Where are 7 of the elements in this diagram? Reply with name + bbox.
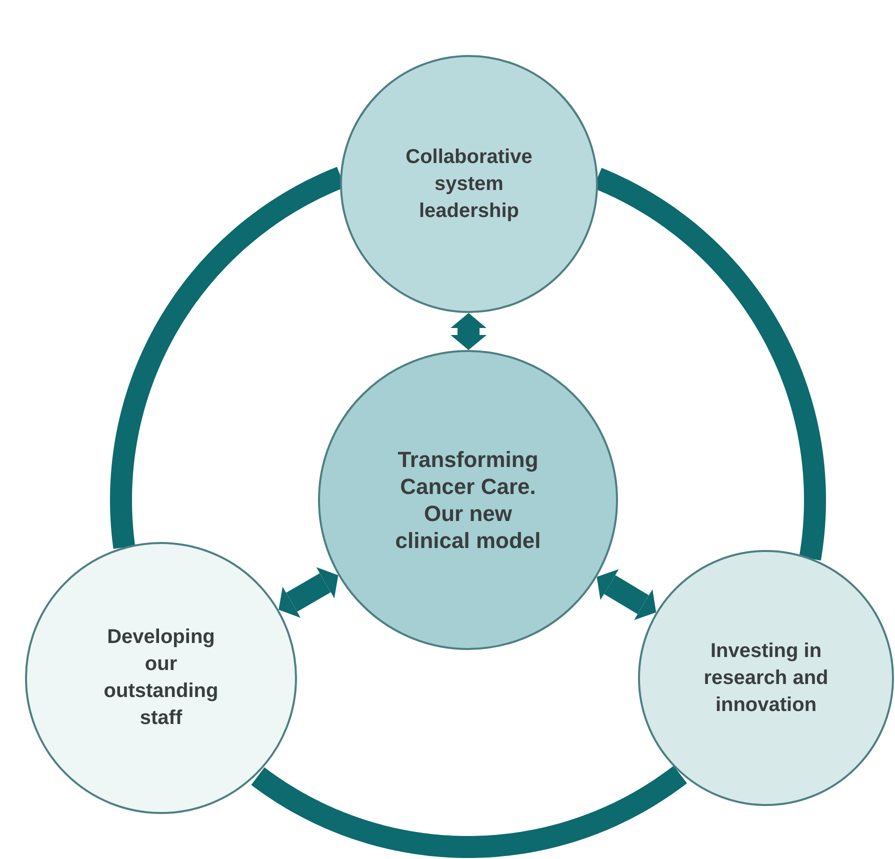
node-label: Transforming Cancer Care. Our new clinical model	[394, 446, 542, 554]
double-arrow	[450, 313, 487, 350]
double-arrow	[596, 569, 656, 620]
node-label: Investing in research and innovation	[702, 638, 830, 718]
node-label: Developing our outstanding staff	[102, 625, 220, 731]
node-label: Collaborative system leadership	[404, 144, 534, 224]
double-arrow	[278, 567, 338, 618]
